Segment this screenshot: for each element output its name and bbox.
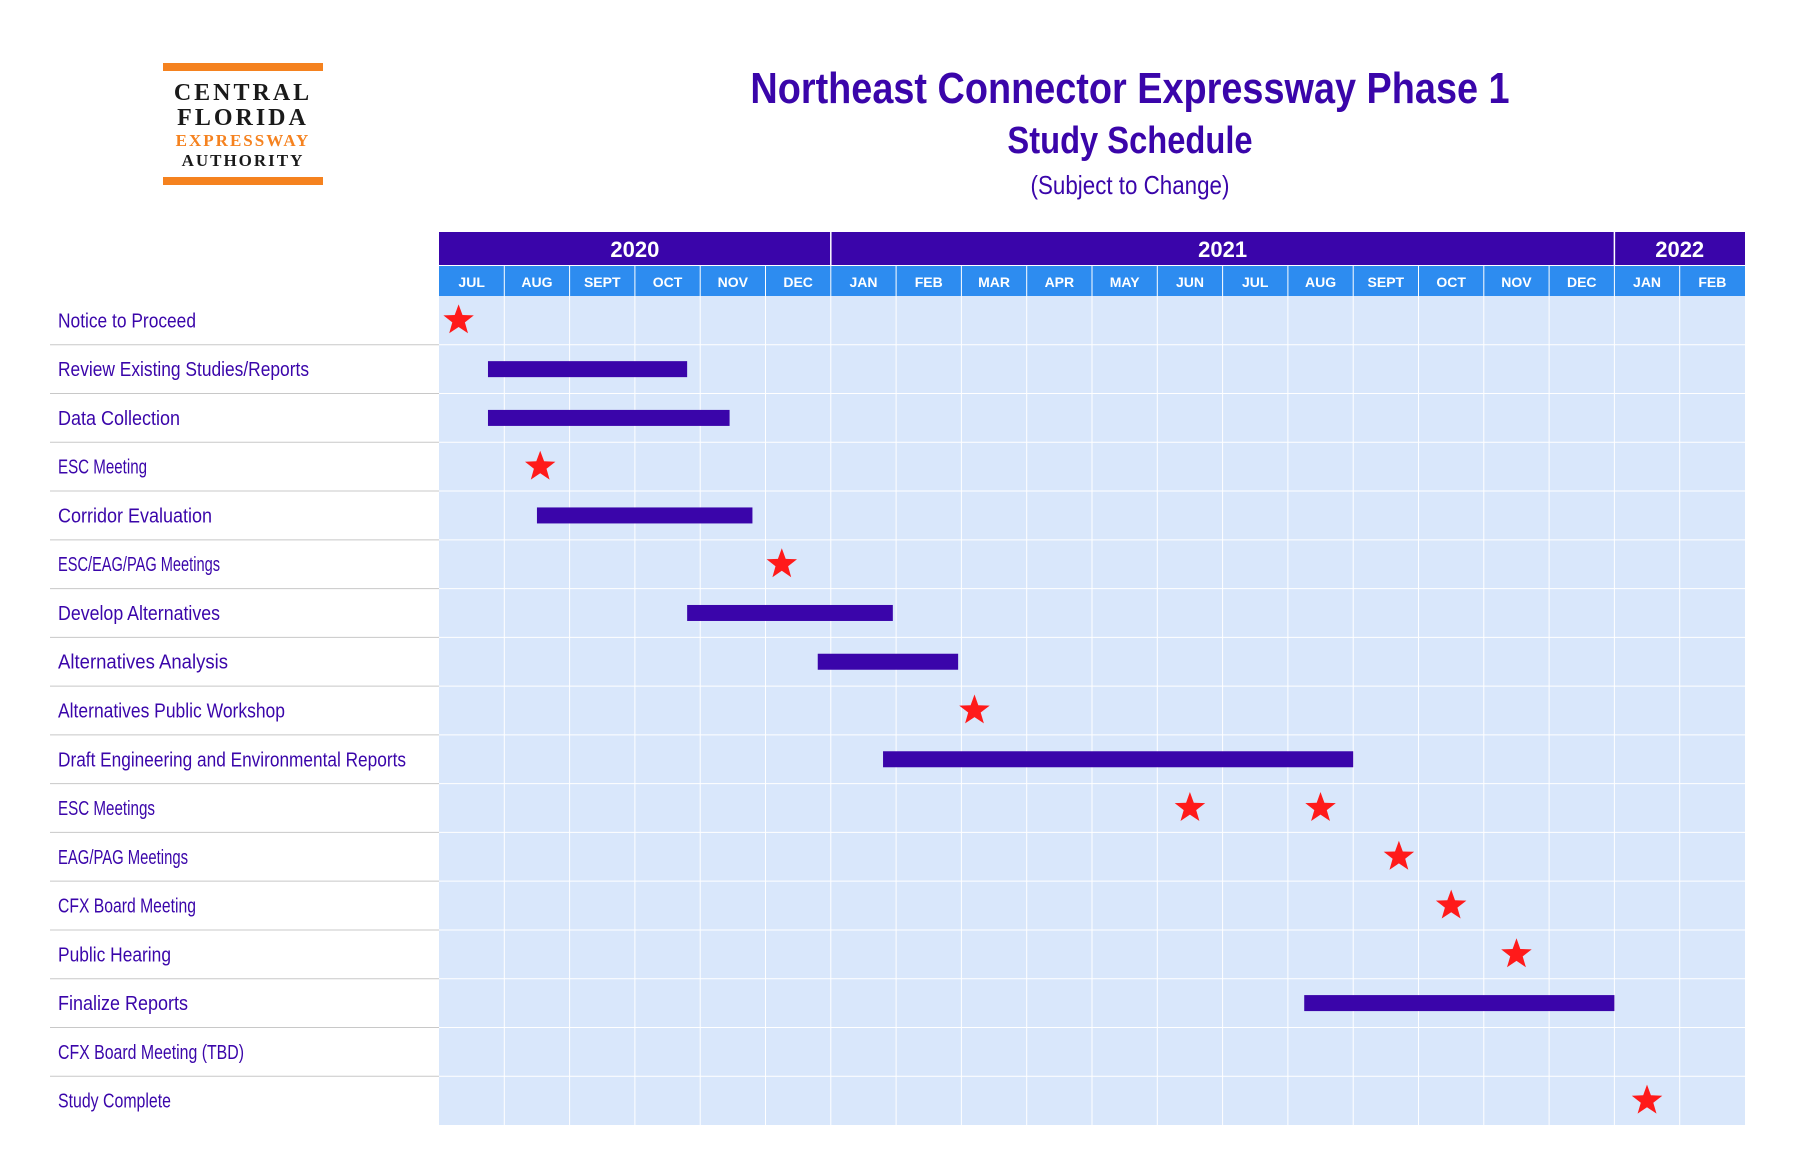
- task-label: Corridor Evaluation: [58, 505, 212, 527]
- milestone-star-icon: [959, 694, 990, 724]
- milestone-star-icon: [1305, 792, 1336, 821]
- year-band-2022: [1614, 232, 1745, 265]
- task-bar: [817, 653, 959, 670]
- month-label-2: AUG: [521, 274, 552, 290]
- task-bar: [536, 507, 753, 524]
- month-label-12: JUN: [1176, 274, 1204, 290]
- task-label: Notice to Proceed: [58, 310, 196, 332]
- month-label-1: JUL: [458, 274, 485, 290]
- month-label-4: OCT: [653, 274, 683, 290]
- month-label-16: OCT: [1436, 274, 1466, 290]
- task-bar: [487, 409, 730, 426]
- milestone-star-icon: [1501, 938, 1532, 968]
- task-label: Review Existing Studies/Reports: [58, 359, 309, 381]
- task-label: Develop Alternatives: [58, 603, 220, 625]
- year-label-2020: 2020: [610, 237, 659, 262]
- logo-bottom-rule: [163, 177, 323, 185]
- month-label-14: AUG: [1305, 274, 1336, 290]
- year-label-2021: 2021: [1198, 237, 1247, 262]
- task-bar: [1304, 995, 1615, 1012]
- month-label-15: SEPT: [1368, 274, 1405, 290]
- month-label-6: DEC: [783, 274, 813, 290]
- year-band-2021: [830, 232, 1615, 265]
- task-label: Public Hearing: [58, 944, 171, 966]
- milestone-star-icon: [525, 450, 556, 480]
- milestone-star-icon: [1383, 840, 1415, 870]
- task-bar: [687, 604, 893, 621]
- task-label: Draft Engineering and Environmental Repo…: [58, 749, 406, 771]
- month-label-7: JAN: [849, 274, 877, 290]
- task-label: Alternatives Analysis: [58, 652, 228, 674]
- milestone-star-icon: [1631, 1084, 1663, 1114]
- month-label-19: JAN: [1633, 274, 1661, 290]
- month-label-13: JUL: [1242, 274, 1269, 290]
- logo-line-central: CENTRAL: [173, 80, 313, 106]
- logo-line-expressway: EXPRESSWAY: [175, 131, 311, 150]
- logo-top-rule: [163, 63, 323, 71]
- month-label-8: FEB: [915, 274, 943, 290]
- month-label-17: NOV: [1501, 274, 1532, 290]
- task-label: Data Collection: [58, 408, 180, 430]
- task-label: Alternatives Public Workshop: [58, 701, 285, 723]
- month-label-18: DEC: [1567, 274, 1597, 290]
- month-label-5: NOV: [718, 274, 749, 290]
- logo-line-florida: FLORIDA: [177, 105, 309, 131]
- logo-line-authority: AUTHORITY: [181, 151, 305, 170]
- task-label: EAG/PAG Meetings: [58, 847, 188, 869]
- month-label-11: MAY: [1110, 274, 1140, 290]
- page-note: (Subject to Change): [1030, 170, 1230, 200]
- task-bar: [883, 751, 1354, 768]
- task-label: Finalize Reports: [58, 993, 188, 1015]
- month-label-9: MAR: [978, 274, 1010, 290]
- task-label: CFX Board Meeting (TBD): [58, 1042, 244, 1064]
- milestone-star-icon: [1174, 792, 1206, 821]
- task-label: CFX Board Meeting: [58, 896, 196, 918]
- year-band-2020: [439, 232, 831, 265]
- cfx-logo: CENTRAL FLORIDA EXPRESSWAY AUTHORITY: [163, 63, 323, 187]
- month-label-20: FEB: [1698, 274, 1726, 290]
- month-label-10: APR: [1045, 274, 1075, 290]
- page-title: Northeast Connector Expressway Phase 1: [750, 64, 1510, 113]
- task-bar: [487, 361, 688, 378]
- task-label: ESC/EAG/PAG Meetings: [58, 554, 220, 576]
- month-label-3: SEPT: [584, 274, 621, 290]
- task-label: Study Complete: [58, 1091, 171, 1113]
- page-subtitle: Study Schedule: [1007, 120, 1253, 162]
- year-label-2022: 2022: [1655, 237, 1704, 262]
- milestone-star-icon: [443, 304, 474, 334]
- task-label: ESC Meeting: [58, 457, 147, 479]
- milestone-star-icon: [1435, 889, 1467, 919]
- milestone-star-icon: [766, 548, 797, 578]
- task-label: ESC Meetings: [58, 798, 155, 820]
